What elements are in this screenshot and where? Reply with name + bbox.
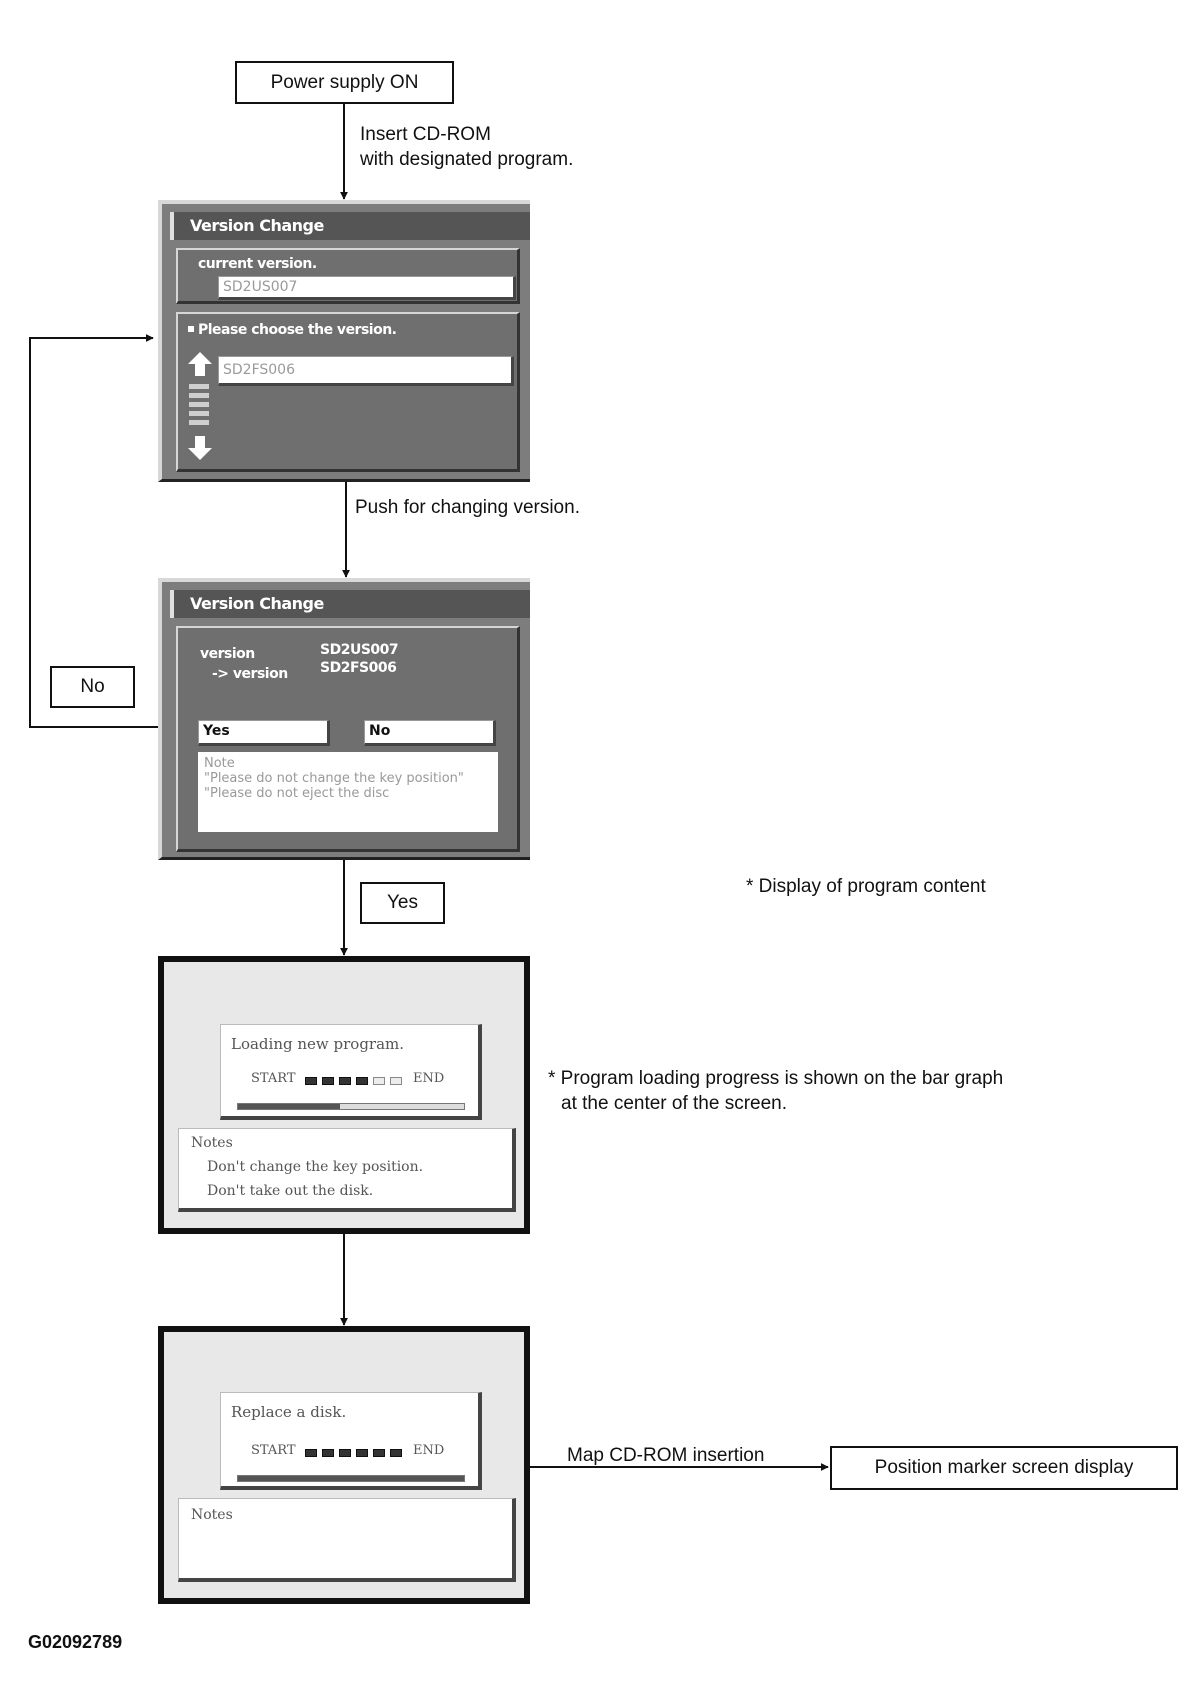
current-version-field: SD2US007 [218, 276, 516, 300]
progress-note: * Program loading progress is shown on t… [548, 1066, 1003, 1116]
push-change-label: Push for changing version. [355, 497, 580, 518]
replace-notes-card: Notes [178, 1498, 516, 1582]
map-insertion-label: Map CD-ROM insertion [567, 1445, 765, 1466]
progress-bar-fill [238, 1476, 464, 1481]
choose-version-label: Please choose the version. [198, 322, 397, 338]
progress-segment [356, 1449, 368, 1457]
progress-segment [373, 1077, 385, 1085]
current-version-panel: current version. SD2US007 [176, 248, 520, 304]
replace-disk-screen: Replace a disk. START END Notes [158, 1326, 530, 1604]
loading-notes-card: Notes Don't change the key position. Don… [178, 1128, 516, 1212]
progress-end-label: END [413, 1443, 445, 1458]
version-change-screen-2: Version Change version -> version SD2US0… [158, 578, 530, 860]
version-label: version [200, 646, 255, 662]
progress-segments [305, 1077, 415, 1087]
progress-segment [356, 1077, 368, 1085]
insert-cd-line-2: with designated program. [360, 149, 574, 170]
progress-segment [322, 1077, 334, 1085]
choose-version-panel: Please choose the version. SD2FS006 [176, 312, 520, 472]
loading-message: Loading new program. [231, 1035, 405, 1053]
confirm-yes-button[interactable]: Yes [198, 720, 330, 746]
arrow-version-label: -> version [212, 666, 288, 682]
progress-end-label: END [413, 1071, 445, 1086]
progress-segment [305, 1449, 317, 1457]
scroll-track-bar [189, 411, 209, 416]
progress-segment [305, 1077, 317, 1085]
notes-title: Notes [191, 1507, 233, 1523]
note-line: Note [204, 756, 235, 771]
power-supply-on-box: Power supply ON [235, 61, 454, 104]
confirm-panel: version -> version SD2US007 SD2FS006 Yes… [176, 626, 520, 852]
position-marker-label: Position marker screen display [874, 1457, 1134, 1478]
scroll-track-bar [189, 393, 209, 398]
choose-version-field[interactable]: SD2FS006 [218, 356, 514, 386]
progress-start-label: START [251, 1071, 296, 1086]
progress-bar-track [237, 1475, 465, 1482]
position-marker-box: Position marker screen display [830, 1446, 1178, 1490]
arrow-no-loop [29, 334, 160, 728]
notes-line: Don't take out the disk. [207, 1183, 374, 1199]
progress-start-label: START [251, 1443, 296, 1458]
figure-id: G02092789 [28, 1632, 123, 1652]
display-note: * Display of program content [746, 876, 986, 897]
progress-segment [390, 1449, 402, 1457]
confirm-no-button[interactable]: No [364, 720, 496, 746]
yes-box: Yes [360, 882, 445, 924]
progress-note-line-2: at the center of the screen. [561, 1093, 788, 1114]
yes-label: Yes [387, 892, 418, 913]
no-label: No [80, 676, 105, 697]
scroll-track-bar [189, 384, 209, 389]
progress-segment [339, 1077, 351, 1085]
progress-bar-track [237, 1103, 465, 1110]
progress-segment [339, 1449, 351, 1457]
progress-note-line-1: * Program loading progress is shown on t… [548, 1068, 1004, 1089]
note-line: "Please do not change the key position" [204, 771, 464, 786]
new-version-value: SD2FS006 [320, 660, 397, 676]
progress-segment [390, 1077, 402, 1085]
progress-segment [322, 1449, 334, 1457]
scroll-track-bar [189, 420, 209, 425]
replace-card: Replace a disk. START END [220, 1392, 482, 1490]
scroll-track-bar [189, 402, 209, 407]
progress-segments [305, 1449, 415, 1459]
loading-program-screen: Loading new program. START END Notes Don… [158, 956, 530, 1234]
bullet-icon [188, 326, 194, 332]
insert-cd-line-1: Insert CD-ROM [360, 124, 491, 145]
progress-segment [373, 1449, 385, 1457]
notes-title: Notes [191, 1135, 233, 1151]
no-box: No [50, 666, 135, 708]
confirm-note-box: Note "Please do not change the key posit… [198, 752, 498, 832]
note-line: "Please do not eject the disc [204, 786, 390, 801]
replace-message: Replace a disk. [231, 1403, 347, 1421]
screen2-title: Version Change [170, 590, 530, 618]
insert-cd-label: Insert CD-ROM with designated program. [360, 122, 573, 172]
notes-line: Don't change the key position. [207, 1159, 424, 1175]
version-change-screen-1: Version Change current version. SD2US007… [158, 200, 530, 482]
loading-card: Loading new program. START END [220, 1024, 482, 1120]
current-version-label: current version. [198, 256, 317, 272]
scroll-down-arrow-icon[interactable] [186, 434, 214, 462]
screen1-title: Version Change [170, 212, 530, 240]
progress-bar-fill [238, 1104, 340, 1109]
current-version-value: SD2US007 [320, 642, 399, 658]
power-supply-on-label: Power supply ON [270, 71, 419, 93]
scroll-up-arrow-icon[interactable] [186, 350, 214, 378]
